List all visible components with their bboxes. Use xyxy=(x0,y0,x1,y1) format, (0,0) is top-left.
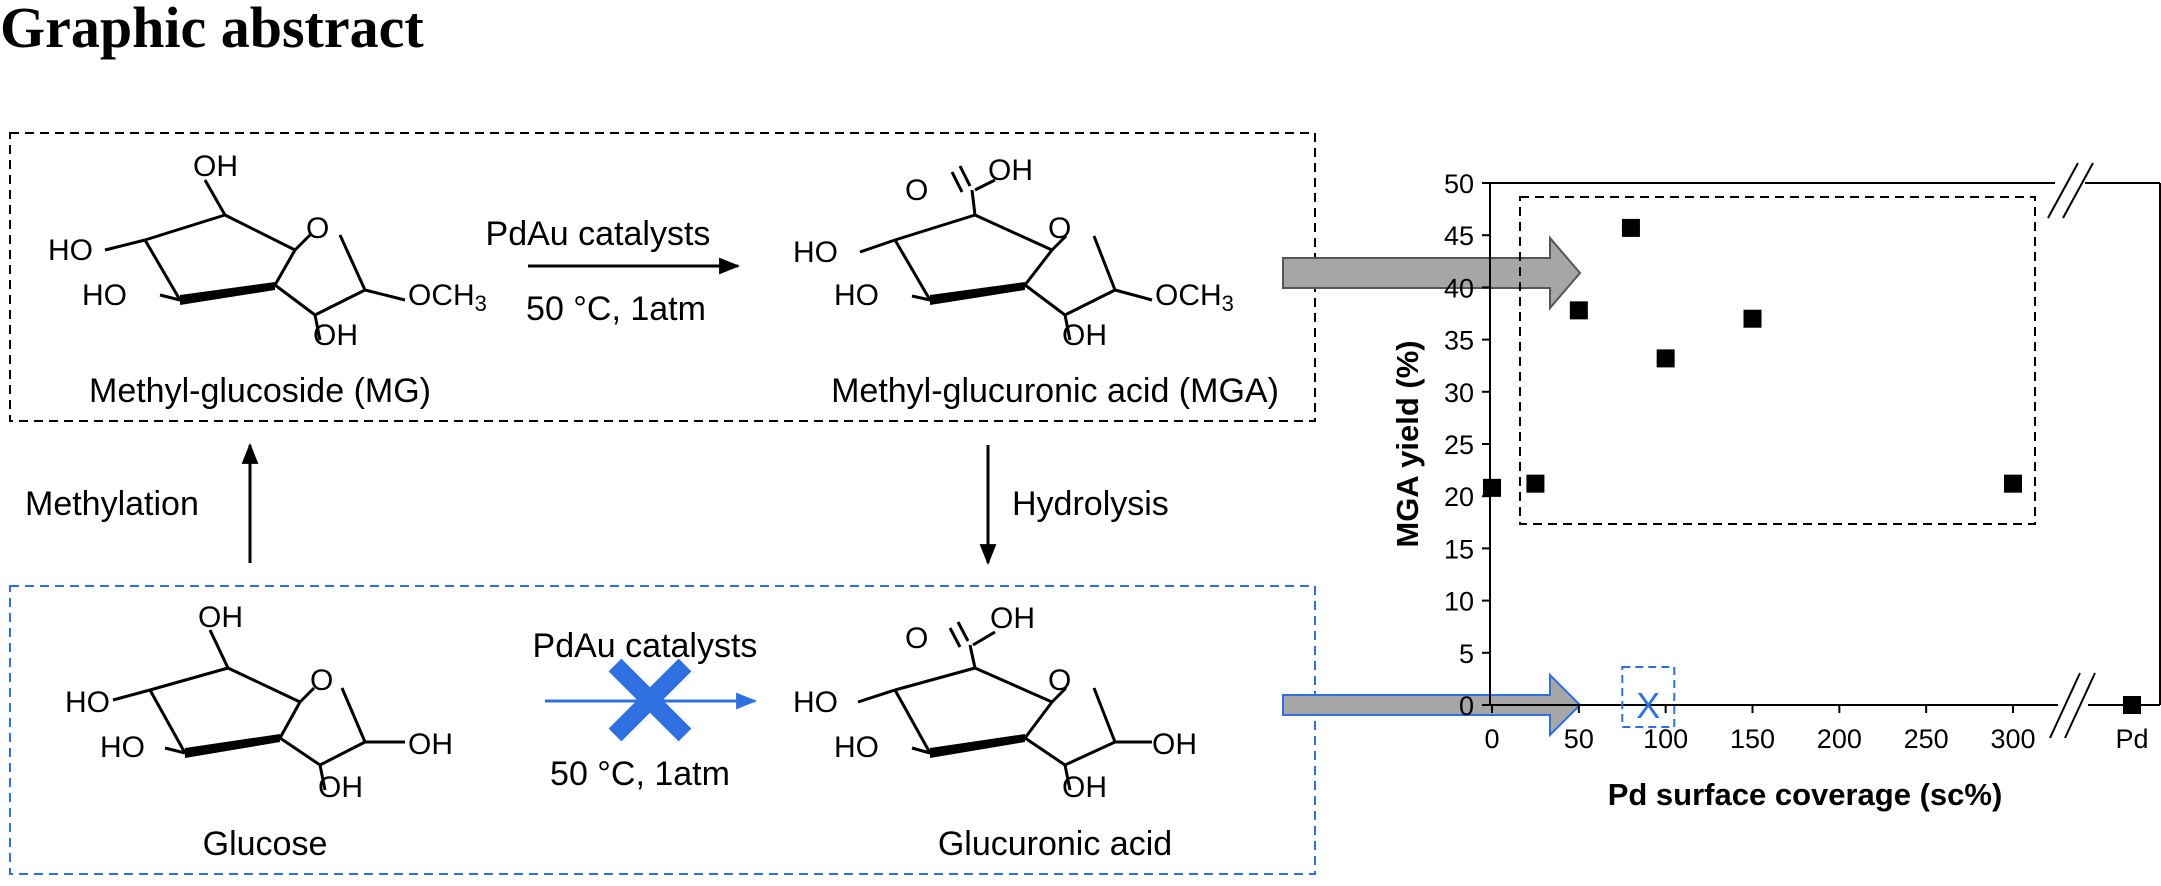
bottom-conditions-label: 50 °C, 1atm xyxy=(550,755,730,793)
methyl-glucoside-structure xyxy=(104,179,406,341)
ga-oh-right: OH xyxy=(1152,728,1197,761)
mg-ho-lower: HO xyxy=(82,279,127,312)
y-tick-label: 45 xyxy=(1444,221,1474,251)
pdau-highlight-box xyxy=(1519,196,2036,525)
y-tick-label: 5 xyxy=(1459,639,1474,669)
mga-acid-oh: OH xyxy=(988,154,1033,187)
mga-carbonyl-o: O xyxy=(905,174,928,207)
mg-oh-top: OH xyxy=(193,150,238,183)
mg-oh-bottom: OH xyxy=(313,319,358,352)
bottom-block-arrow xyxy=(1282,672,1582,738)
mga-name: Methyl-glucuronic acid (MGA) xyxy=(831,372,1279,410)
x-tick-label: 50 xyxy=(1564,724,1594,754)
glucose-x-marker: X xyxy=(1636,685,1660,726)
ga-acid-oh: OH xyxy=(990,602,1035,635)
glucose-oh-right: OH xyxy=(408,728,453,761)
y-tick-label: 30 xyxy=(1444,378,1474,408)
glucose-ring-o: O xyxy=(310,664,333,697)
data-point xyxy=(2004,474,2022,493)
glucose-name: Glucose xyxy=(203,825,328,863)
x-axis-title: Pd surface coverage (sc%) xyxy=(1608,777,2003,812)
data-point xyxy=(1483,478,1501,497)
blocked-cross-icon xyxy=(608,658,692,742)
mg-ho-left: HO xyxy=(48,234,93,267)
ga-name: Glucuronic acid xyxy=(938,825,1172,863)
ga-oh-bottom: OH xyxy=(1062,771,1107,804)
y-tick-label: 10 xyxy=(1444,587,1474,617)
ga-carbonyl-o: O xyxy=(905,622,928,655)
glucose-structure xyxy=(112,629,405,791)
top-axis-break-mark xyxy=(2047,162,2079,219)
y-tick-label: 0 xyxy=(1459,691,1474,721)
y-tick-label: 15 xyxy=(1444,534,1474,564)
mga-ho-lower: HO xyxy=(834,279,879,312)
ga-ho-lower: HO xyxy=(834,731,879,764)
glucose-ho-lower: HO xyxy=(100,731,145,764)
bottom-axis-break-mark xyxy=(2064,672,2096,739)
top-axis-break-mark xyxy=(2062,162,2094,219)
hydrolysis-label: Hydrolysis xyxy=(1012,485,1169,523)
methylation-label: Methylation xyxy=(25,485,199,523)
x-tick-label: 150 xyxy=(1730,724,1775,754)
top-catalyst-label: PdAu catalysts xyxy=(486,215,711,253)
x-tick-label: 200 xyxy=(1817,724,1862,754)
glucose-oh-top: OH xyxy=(198,601,243,634)
x-tick-label: 100 xyxy=(1643,724,1688,754)
top-axis-break-gap xyxy=(2055,160,2085,220)
mg-och3: OCH3 xyxy=(408,279,487,316)
y-tick-label: 40 xyxy=(1444,273,1474,303)
y-tick-label: 25 xyxy=(1444,430,1474,460)
x-tick-label: 0 xyxy=(1484,724,1499,754)
mga-oh-bottom: OH xyxy=(1062,319,1107,352)
data-point xyxy=(1743,309,1762,328)
x-tick-label-pd: Pd xyxy=(2115,724,2148,754)
x-tick-label: 300 xyxy=(1990,724,2035,754)
bottom-reaction-box xyxy=(9,585,1316,875)
x-tick-label: 250 xyxy=(1904,724,1949,754)
data-point xyxy=(1621,218,1640,237)
data-point xyxy=(1526,474,1545,493)
glucose-marker-box xyxy=(1621,666,1676,728)
data-point-pd xyxy=(2123,696,2141,714)
page-title: Graphic abstract xyxy=(0,0,424,60)
ga-ho-left: HO xyxy=(793,686,838,719)
data-point xyxy=(1569,301,1588,320)
top-block-arrow xyxy=(1282,235,1582,311)
ga-ring-o: O xyxy=(1048,664,1071,697)
glucuronic-acid-structure xyxy=(857,621,1152,791)
mg-ring-o: O xyxy=(306,212,329,245)
data-point xyxy=(1656,349,1675,368)
mga-ho-left: HO xyxy=(793,236,838,269)
mg-name: Methyl-glucoside (MG) xyxy=(89,372,431,410)
y-tick-label: 35 xyxy=(1444,326,1474,356)
y-tick-label: 50 xyxy=(1444,169,1474,199)
mga-och3: OCH3 xyxy=(1155,279,1234,316)
mga-ring-o: O xyxy=(1048,212,1071,245)
y-axis-title: MGA yield (%) xyxy=(1390,340,1425,547)
methyl-glucuronic-acid-structure xyxy=(859,165,1153,341)
bottom-catalyst-label: PdAu catalysts xyxy=(533,627,758,665)
bottom-axis-break-mark xyxy=(2049,672,2081,739)
glucose-oh-bottom: OH xyxy=(318,771,363,804)
top-conditions-label: 50 °C, 1atm xyxy=(526,290,706,328)
y-tick-label: 20 xyxy=(1444,482,1474,512)
glucose-ho-left: HO xyxy=(65,686,110,719)
